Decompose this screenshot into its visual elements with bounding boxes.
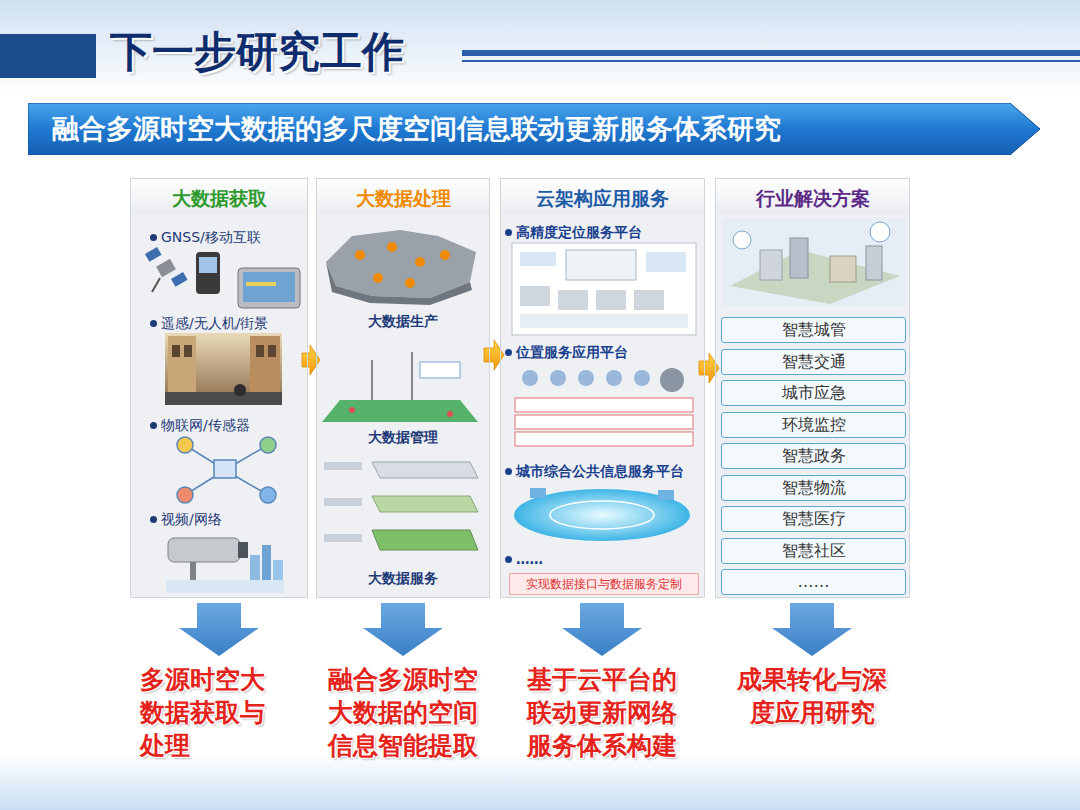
city-platform-disc — [514, 488, 690, 541]
bullet-dot — [505, 349, 512, 356]
stage-panel: 大数据获取 GNSS/移动互联遥感/无人机/街景物联网/传感器视频/网络 — [130, 178, 308, 598]
bullet-dot — [505, 468, 512, 475]
bullet-dot — [150, 516, 157, 523]
node-heading: 智慧交通 — [722, 352, 905, 371]
node-heading: 智慧城管 — [722, 320, 905, 339]
gnss-devices — [145, 247, 300, 308]
node-heading: 智慧政务 — [722, 446, 905, 465]
node-heading: 智慧医疗 — [722, 509, 905, 528]
bullet-dot — [505, 556, 512, 563]
location-platform — [515, 368, 693, 446]
node-heading: 大数据获取 — [131, 187, 307, 210]
result-label: 融合多源时空大数据的空间信息智能提取 — [323, 663, 483, 762]
stage-panel: 云架构应用服务高精度定位服务平台位置服务应用平台城市综合公共信息服务平台 …… 实现… — [500, 178, 705, 598]
city-illustration — [722, 218, 906, 306]
solution-box: 智慧政务 — [721, 443, 906, 469]
title-banner: 融合多源时空大数据的多尺度空间信息联动更新服务体系研究 — [28, 103, 1040, 155]
node-heading: 融合多源时空大数据的多尺度空间信息联动更新服务体系研究 — [52, 113, 781, 145]
top-band — [0, 0, 1080, 95]
bottom-band — [0, 755, 1080, 810]
node-text: 高精度定位服务平台 — [516, 224, 642, 240]
node-text: …… — [516, 551, 543, 567]
node-text: 大数据管理 — [317, 429, 489, 446]
solution-box: 城市应急 — [721, 380, 906, 406]
bullet-dot — [150, 320, 157, 327]
node-text: 物联网/传感器 — [161, 417, 250, 434]
interface-note-box: 实现数据接口与数据服务定制 — [509, 573, 699, 595]
solution-box: 智慧物流 — [721, 475, 906, 501]
layers-illustration — [324, 462, 478, 550]
title-rule — [462, 60, 1080, 62]
solution-box: …… — [721, 569, 906, 595]
result-label: 多源时空大数据获取与处理 — [140, 663, 270, 762]
title-block — [0, 34, 96, 78]
stage-panel: 行业解决方案智慧城管智慧交通城市应急环境监控智慧政务智慧物流智慧医疗智慧社区 …… — [715, 178, 910, 598]
iot-icons — [177, 437, 276, 503]
node-heading: 环境监控 — [722, 415, 905, 434]
result-label: 成果转化与深度应用研究 — [732, 663, 892, 729]
flow-arrow — [699, 353, 719, 383]
node-heading: 行业解决方案 — [716, 187, 909, 210]
node-heading: 大数据处理 — [317, 187, 489, 210]
panel-grounds — [130, 178, 910, 598]
bullet-dot — [150, 234, 157, 241]
node-text: 视频/网络 — [161, 511, 222, 528]
solution-box: 智慧社区 — [721, 538, 906, 564]
positioning-platform — [512, 243, 696, 335]
solution-box: 环境监控 — [721, 412, 906, 438]
node-heading: 云架构应用服务 — [501, 187, 704, 210]
node-heading: 智慧物流 — [722, 478, 905, 497]
slide-title: 下一步研究工作 — [110, 27, 404, 77]
camera-city — [166, 538, 284, 593]
node-heading: …… — [722, 572, 905, 591]
solution-box: 智慧医疗 — [721, 506, 906, 532]
stage-panel: 大数据处理大数据生产大数据管理大数据服务 — [316, 178, 490, 598]
bullet-dot — [150, 422, 157, 429]
node-heading: 实现数据接口与数据服务定制 — [510, 577, 698, 591]
down-arrows — [179, 603, 852, 656]
flow-arrow — [302, 345, 320, 375]
result-label: 基于云平台的联动更新网络服务体系构建 — [522, 663, 682, 762]
map-illustration — [326, 230, 476, 305]
bullet-dot — [505, 229, 512, 236]
street-photo — [165, 333, 282, 405]
node-heading: 智慧社区 — [722, 541, 905, 560]
title-rule — [462, 50, 1080, 56]
node-text: GNSS/移动互联 — [161, 229, 261, 246]
node-heading: 城市应急 — [722, 383, 905, 402]
solution-box: 智慧交通 — [721, 349, 906, 375]
solution-box: 智慧城管 — [721, 317, 906, 343]
node-text: 大数据生产 — [317, 313, 489, 330]
management-illustration — [322, 352, 478, 422]
flow-arrow — [484, 340, 504, 370]
node-text: 大数据服务 — [317, 570, 489, 587]
node-text: 位置服务应用平台 — [516, 344, 628, 360]
node-text: 城市综合公共信息服务平台 — [516, 463, 684, 479]
node-text: 遥感/无人机/街景 — [161, 315, 268, 332]
